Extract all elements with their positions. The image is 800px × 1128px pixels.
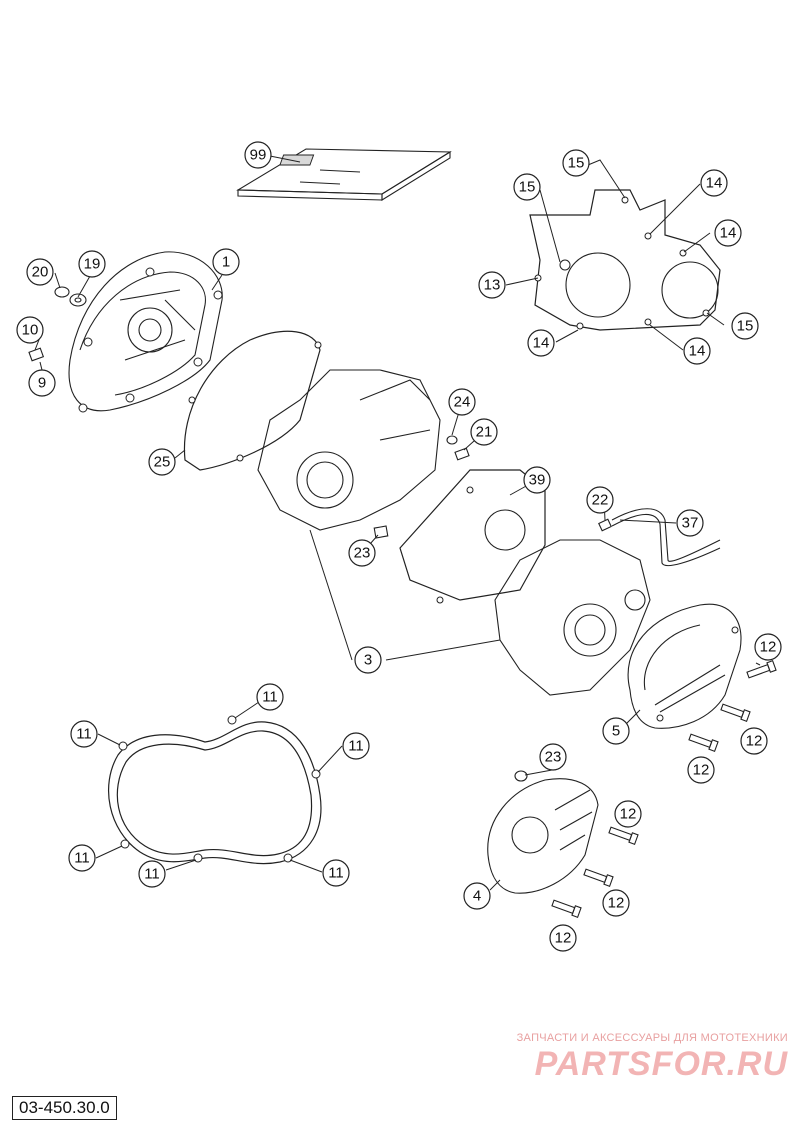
svg-text:39: 39 [529, 472, 546, 489]
callout-1: 1 [212, 248, 240, 276]
callout-11-left: 11 [70, 720, 98, 748]
svg-text:5: 5 [612, 723, 620, 740]
svg-text:13: 13 [484, 277, 501, 294]
svg-text:11: 11 [262, 689, 278, 706]
diagram-code: 03-450.30.0 [12, 1096, 117, 1120]
callout-4: 4 [463, 882, 491, 910]
callout-10: 10 [16, 316, 44, 344]
part-11-large-gasket [107, 715, 322, 865]
part-3-crankcase [257, 369, 651, 696]
part-25-gasket [183, 330, 322, 471]
part-1-cover [68, 251, 223, 413]
svg-text:12: 12 [746, 733, 763, 750]
svg-text:99: 99 [250, 147, 267, 164]
svg-text:15: 15 [737, 318, 754, 335]
svg-text:11: 11 [74, 850, 90, 867]
callout-12-b: 12 [740, 727, 768, 755]
part-4-pump-cover [487, 770, 599, 894]
callout-15-top: 15 [562, 149, 590, 177]
svg-text:22: 22 [592, 492, 609, 509]
svg-text:15: 15 [568, 155, 585, 172]
svg-text:9: 9 [38, 375, 46, 392]
callout-23: 23 [348, 539, 376, 567]
svg-text:37: 37 [682, 515, 699, 532]
svg-text:23: 23 [354, 545, 371, 562]
callout-15-left: 15 [513, 173, 541, 201]
callout-14-bottom-right: 14 [683, 337, 711, 365]
callout-12-f: 12 [549, 924, 577, 952]
callout-14-top: 14 [700, 169, 728, 197]
part-5-clutch-cover [627, 603, 742, 729]
callout-9: 9 [28, 369, 56, 397]
callout-3: 3 [354, 646, 382, 674]
watermark: ЗАПЧАСТИ И АКСЕССУАРЫ ДЛЯ МОТОТЕХНИКИ PA… [517, 1032, 788, 1084]
watermark-tagline: ЗАПЧАСТИ И АКСЕССУАРЫ ДЛЯ МОТОТЕХНИКИ [516, 1032, 788, 1044]
svg-text:12: 12 [608, 895, 625, 912]
upper-right-gasket [529, 189, 721, 331]
callout-22: 22 [586, 486, 614, 514]
bolts-12 [551, 660, 777, 918]
svg-text:19: 19 [84, 256, 101, 273]
callout-99: 99 [244, 141, 272, 169]
callout-37: 37 [676, 509, 704, 537]
callout-14-right: 14 [714, 219, 742, 247]
svg-text:11: 11 [348, 738, 364, 755]
svg-text:12: 12 [693, 762, 710, 779]
svg-text:15: 15 [519, 179, 536, 196]
callout-15-right: 15 [731, 312, 759, 340]
svg-text:23: 23 [545, 749, 562, 766]
callout-19: 19 [78, 250, 106, 278]
part-39-gasket [399, 469, 546, 604]
callout-25: 25 [148, 448, 176, 476]
callout-21: 21 [470, 418, 498, 446]
svg-text:3: 3 [364, 652, 372, 669]
svg-text:4: 4 [473, 888, 481, 905]
svg-text:14: 14 [689, 343, 706, 360]
callout-12-c: 12 [687, 756, 715, 784]
leader-lines [34, 155, 761, 891]
svg-text:12: 12 [620, 806, 637, 823]
callout-39: 39 [523, 466, 551, 494]
callout-12-a: 12 [754, 633, 782, 661]
callout-11-bottom-left: 11 [68, 844, 96, 872]
watermark-brand: PARTSFOR.RU [534, 1045, 788, 1083]
svg-text:24: 24 [454, 394, 471, 411]
svg-text:11: 11 [144, 866, 160, 883]
callout-20: 20 [26, 258, 54, 286]
callout-11-top: 11 [256, 683, 284, 711]
callout-12-d: 12 [614, 800, 642, 828]
callout-12-e: 12 [602, 889, 630, 917]
callout-11-right: 11 [342, 732, 370, 760]
part-37-hose [598, 508, 721, 567]
parts-24-21 [373, 435, 470, 539]
callout-14-bottom-left: 14 [527, 329, 555, 357]
svg-text:10: 10 [22, 322, 39, 339]
part-99-manual [236, 148, 452, 201]
svg-text:14: 14 [720, 225, 737, 242]
callout-11-bottom-mid: 11 [138, 860, 166, 888]
svg-text:1: 1 [222, 254, 230, 271]
svg-text:21: 21 [476, 424, 493, 441]
svg-text:11: 11 [328, 865, 344, 882]
svg-text:12: 12 [760, 639, 777, 656]
callout-11-bottom-right: 11 [322, 859, 350, 887]
small-hardware [28, 286, 87, 362]
svg-text:11: 11 [76, 726, 92, 743]
callout-13: 13 [478, 271, 506, 299]
svg-text:14: 14 [533, 335, 550, 352]
svg-text:14: 14 [706, 175, 723, 192]
callout-5: 5 [602, 717, 630, 745]
callout-24: 24 [448, 388, 476, 416]
callout-23-lower: 23 [539, 743, 567, 771]
svg-text:25: 25 [154, 454, 171, 471]
svg-text:20: 20 [32, 264, 49, 281]
svg-text:12: 12 [555, 930, 572, 947]
